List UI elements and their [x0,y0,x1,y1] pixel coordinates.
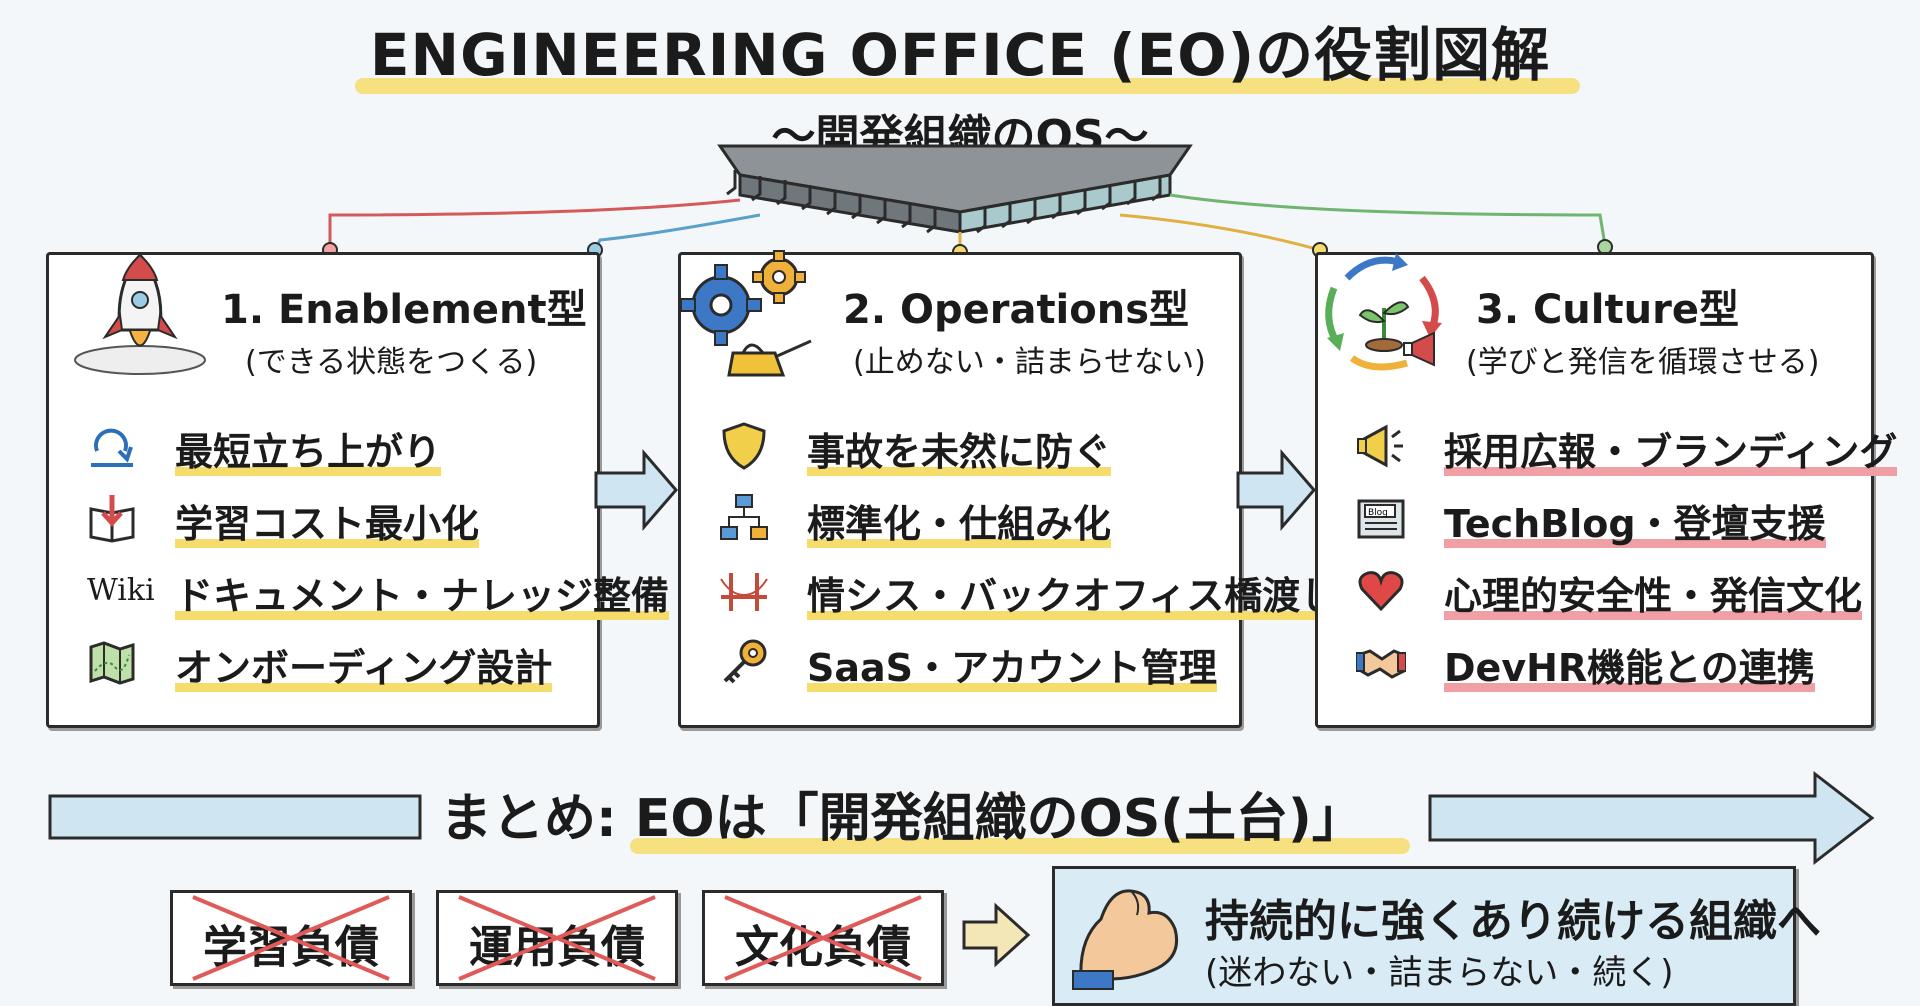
panel-subtitle: (止めない・詰まらせない) [853,345,1206,380]
key-icon [723,639,767,684]
sprout-cycle-megaphone-icon [1325,253,1442,371]
cross-icon [458,895,656,981]
item-label: 標準化・仕組み化 [807,493,1111,548]
panel-title: 1. Enablement型 [221,287,587,333]
item-label: DevHR機能との連携 [1444,637,1815,692]
item-label: 心理的安全性・発信文化 [1444,565,1862,620]
cross-icon [192,895,390,981]
shield-icon [722,422,766,470]
flowchart-icon [720,494,768,540]
panel-title: 2. Operations型 [843,287,1190,333]
page-subtitle: 〜開発組織のOS〜 [771,111,1149,162]
panel-operations: 2. Operations型 (止めない・詰まらせない) 事故を未然に防ぐ 標準… [678,250,1338,728]
list-item: DevHR機能との連携 [1318,631,1871,691]
item-label: 情シス・バックオフィス橋渡し [807,565,1338,620]
debt-box: 文化負債 [702,890,944,986]
list-item: 情シス・バックオフィス橋渡し [681,559,1338,619]
flexed-arm-icon [1072,889,1178,990]
page-title: ENGINEERING OFFICE (EO)の役割図解 [369,21,1551,89]
panel-enablement: 1. Enablement型 (できる状態をつくる) 最短立ち上がり 学習コスト… [46,252,669,728]
bridge-icon [720,573,768,611]
megaphone-icon [1357,424,1403,468]
small-arrow-icon [962,902,1031,968]
list-item: Blog TechBlog・登壇支援 [1318,487,1871,547]
result-sub-text: (迷わない・詰まらない・続く) [1205,953,1674,993]
item-label: 事故を未然に防ぐ [807,421,1111,476]
item-label: 最短立ち上がり [175,421,441,476]
list-item: オンボーディング設計 [49,631,597,691]
item-label: オンボーディング設計 [175,637,552,692]
rocket-icon [74,252,206,375]
list-item: 最短立ち上がり [49,415,597,475]
debt-box: 学習負債 [170,890,412,986]
list-item: Wiki ドキュメント・ナレッジ整備 [49,559,669,619]
gears-oil-can-icon [680,250,812,377]
list-item: 採用広報・ブランディング [1318,415,1897,475]
flow-arrow-icon [1236,448,1316,532]
list-item: 心理的安全性・発信文化 [1318,559,1871,619]
summary-text: まとめ: EOは「開発組織のOS(土台)」 [440,789,1364,849]
item-label: TechBlog・登壇支援 [1444,493,1826,548]
title-highlight [355,78,1580,94]
flow-arrow-icon [594,448,678,532]
blog-icon: Blog [1357,499,1405,539]
list-item: 学習コスト最小化 [49,487,597,547]
cross-icon [724,895,922,981]
summary-highlight [630,838,1410,854]
panel-subtitle: (できる状態をつくる) [245,345,538,380]
wiki-icon: Wiki [87,573,155,608]
result-box: 持続的に強くあり続ける組織へ (迷わない・詰まらない・続く) [1052,866,1821,1006]
item-label: 採用広報・ブランディング [1444,421,1897,476]
panel-subtitle: (学びと発信を循環させる) [1466,345,1820,380]
result-main-text: 持続的に強くあり続ける組織へ [1205,896,1821,947]
list-item: SaaS・アカウント管理 [681,631,1239,691]
list-item: 標準化・仕組み化 [681,487,1239,547]
handshake-icon [1356,649,1406,679]
item-label: 学習コスト最小化 [175,493,479,548]
panel-title: 3. Culture型 [1476,287,1739,333]
item-label: ドキュメント・ナレッジ整備 [175,565,669,620]
debt-box: 運用負債 [436,890,678,986]
summary-arrow [48,770,1875,866]
panel-culture: 3. Culture型 (学びと発信を循環させる) 採用広報・ブランディング B… [1315,252,1897,728]
cycle-arrow-icon [91,428,133,467]
heart-icon [1358,571,1404,612]
book-download-icon [89,495,135,543]
item-label: SaaS・アカウント管理 [807,637,1217,692]
list-item: 事故を未然に防ぐ [681,415,1239,475]
svg-text:Blog: Blog [1368,508,1388,518]
map-icon [89,641,135,685]
